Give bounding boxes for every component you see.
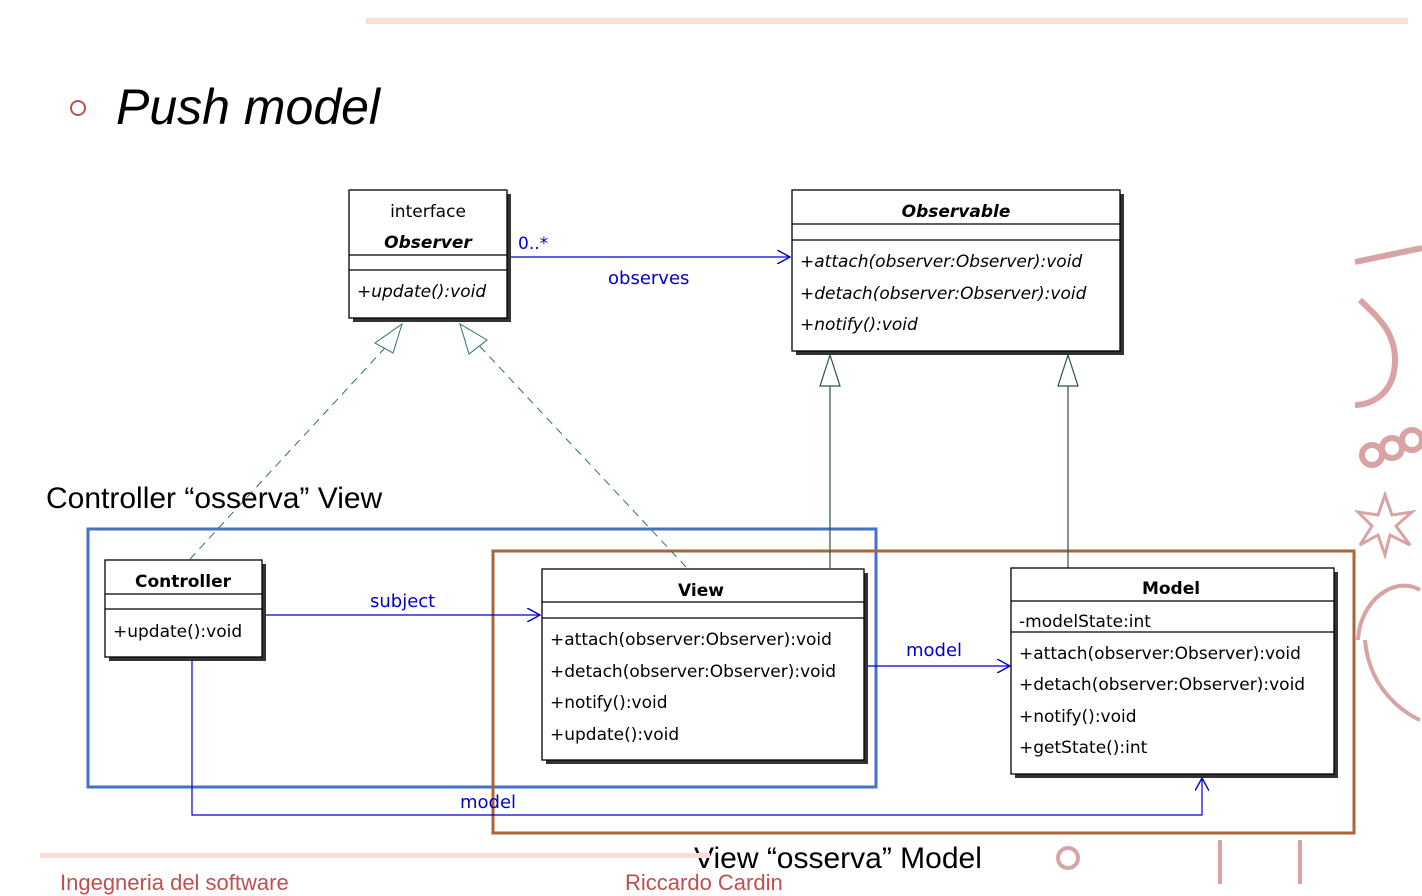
footer-course: Ingegneria del software [60,870,289,895]
seal-watermark [1056,245,1422,884]
model-method: +detach(observer:Observer):void [1019,675,1305,695]
model-assoc-label: model [906,640,962,661]
controller-method: +update():void [113,622,242,642]
observer-stereotype: interface [390,202,466,222]
model-name: Model [1142,579,1200,599]
observable-method: +detach(observer:Observer):void [800,284,1087,304]
view-method: +detach(observer:Observer):void [550,662,836,682]
realization-lines [189,322,687,568]
view-method: +notify():void [550,693,668,713]
controller-name: Controller [135,572,232,592]
slide-title: Push model [116,79,381,135]
subject-label: subject [370,591,435,612]
view-method: +update():void [550,725,679,745]
caption-view-observes-model: View “osserva” Model [694,842,982,875]
model-assoc-label-2: model [460,792,516,813]
observer-class: interface Observer +update():void [348,189,511,322]
observer-name: Observer [384,233,473,253]
view-class: View +attach(observer:Observer):void +de… [541,568,868,764]
caption-controller-observes-view: Controller “osserva” View [46,482,383,515]
bullet-icon [70,100,86,116]
view-method: +attach(observer:Observer):void [550,630,832,650]
generalization-lines [819,353,1079,568]
bottom-decor-bar [40,853,710,858]
multiplicity-label: 0..* [518,234,548,254]
controller-view-frame [86,527,878,789]
controller-class: Controller +update():void [104,559,266,661]
observes-label: observes [608,268,689,289]
model-class: Model -modelState:int +attach(observer:O… [1010,567,1338,778]
model-method: +notify():void [1019,707,1137,727]
view-model-frame [491,549,1356,835]
top-decor-bar [366,18,1408,24]
model-method: +getState():int [1019,738,1148,758]
observable-method: +attach(observer:Observer):void [800,252,1082,272]
observable-class: Observable +attach(observer:Observer):vo… [791,189,1124,355]
view-name: View [678,581,724,601]
observable-name: Observable [902,202,1011,222]
model-method: +attach(observer:Observer):void [1019,644,1301,664]
model-attribute: -modelState:int [1019,612,1151,632]
observer-method: +update():void [357,282,486,302]
association-lines [191,257,1202,816]
footer-author: Riccardo Cardin [625,870,783,895]
observable-method: +notify():void [800,315,918,335]
